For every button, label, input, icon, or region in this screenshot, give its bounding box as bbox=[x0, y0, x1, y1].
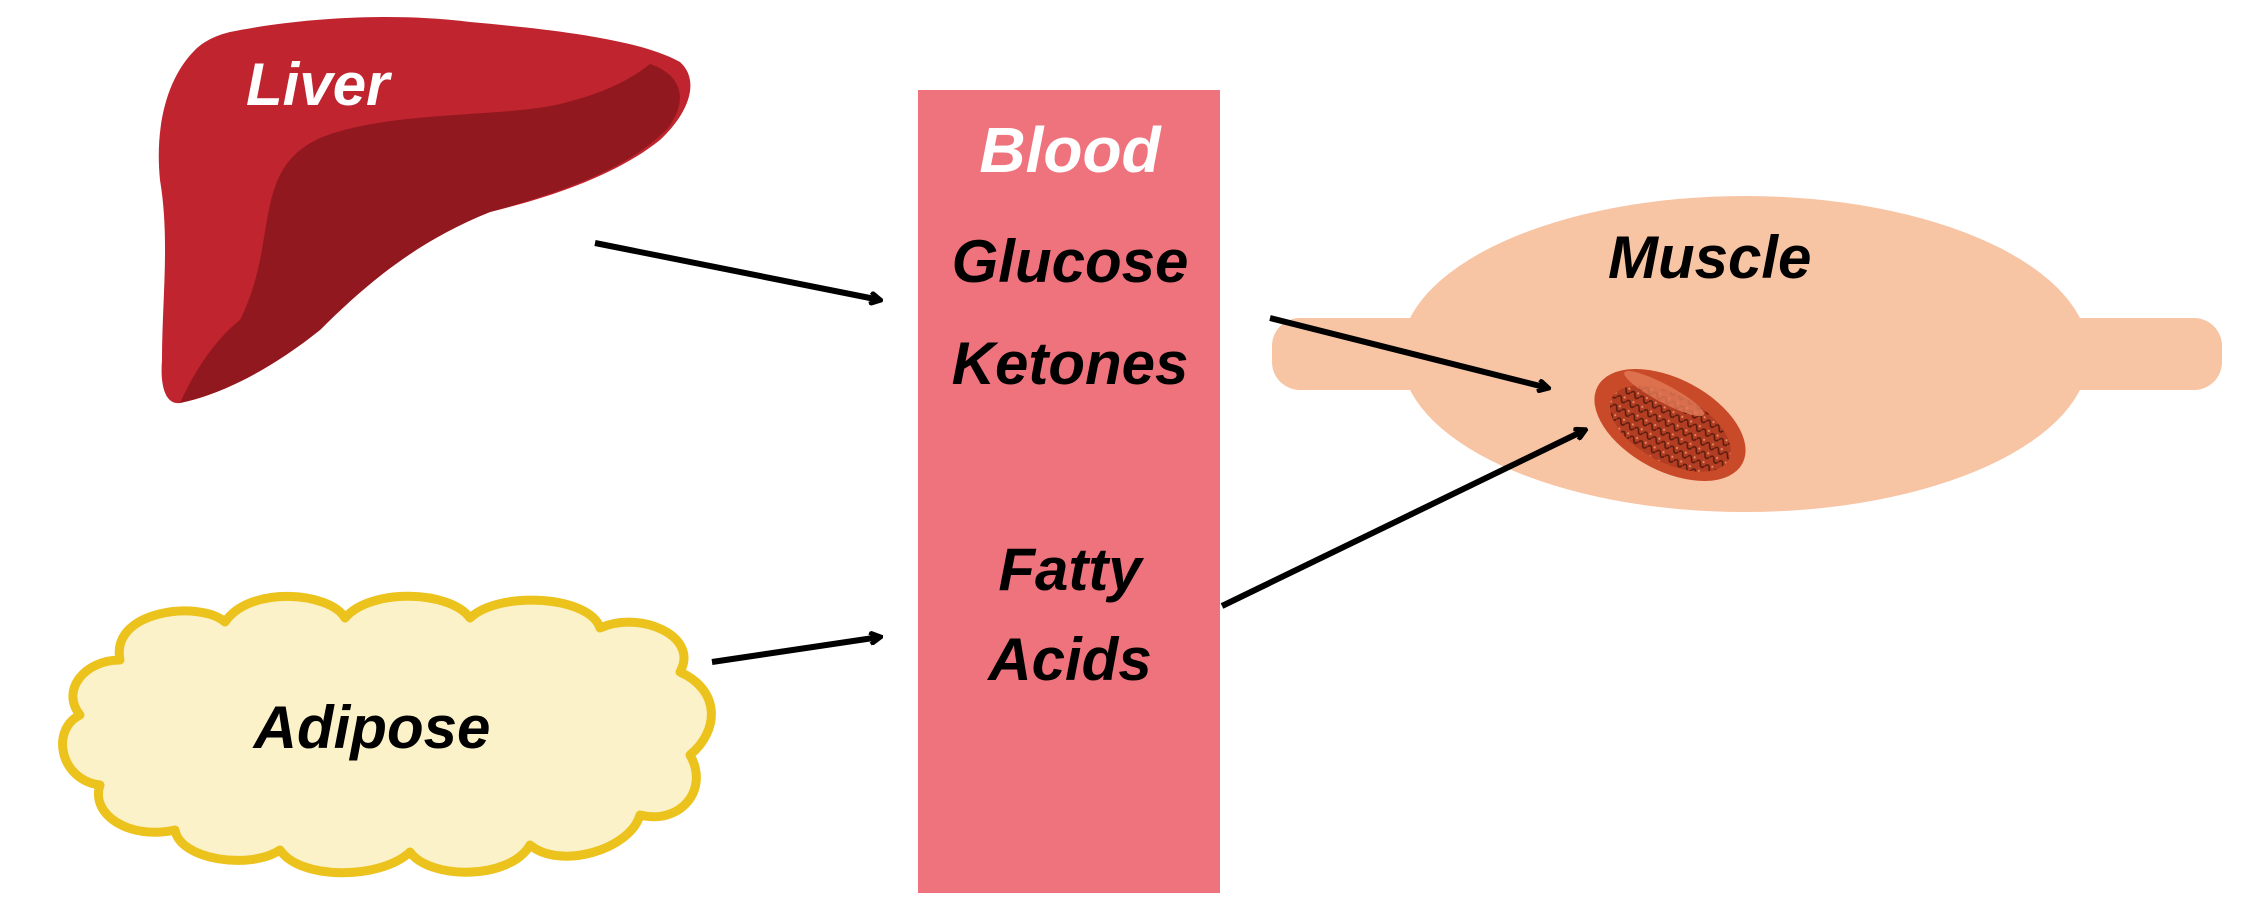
liver-label: Liver bbox=[246, 51, 393, 118]
blood-bar bbox=[918, 90, 1220, 893]
mito-highlight bbox=[1624, 370, 1705, 417]
mitochondrion-icon bbox=[1594, 369, 1746, 481]
acids-label: Acids bbox=[986, 626, 1151, 693]
arrow-glucose-ketones-to-mito bbox=[1269, 315, 1548, 388]
blood-column: Blood Glucose Ketones Fatty Acids bbox=[918, 90, 1220, 893]
fatty-label: Fatty bbox=[998, 536, 1144, 603]
glucose-label: Glucose bbox=[952, 228, 1189, 295]
blood-label: Blood bbox=[979, 114, 1162, 186]
adipose-label: Adipose bbox=[252, 694, 491, 761]
arrow-fatty-acids-to-mito bbox=[1220, 430, 1585, 609]
arrow-liver-to-blood bbox=[594, 240, 880, 300]
ketones-label: Ketones bbox=[952, 330, 1189, 397]
arrow-adipose-to-blood bbox=[711, 637, 880, 665]
liver-shadow bbox=[180, 64, 680, 403]
adipose-shape bbox=[58, 591, 716, 878]
adipose-cloud-icon: Adipose bbox=[58, 591, 716, 878]
liver-icon: Liver bbox=[158, 17, 691, 404]
mito-inner bbox=[1609, 385, 1731, 472]
muscle-label: Muscle bbox=[1608, 224, 1811, 291]
